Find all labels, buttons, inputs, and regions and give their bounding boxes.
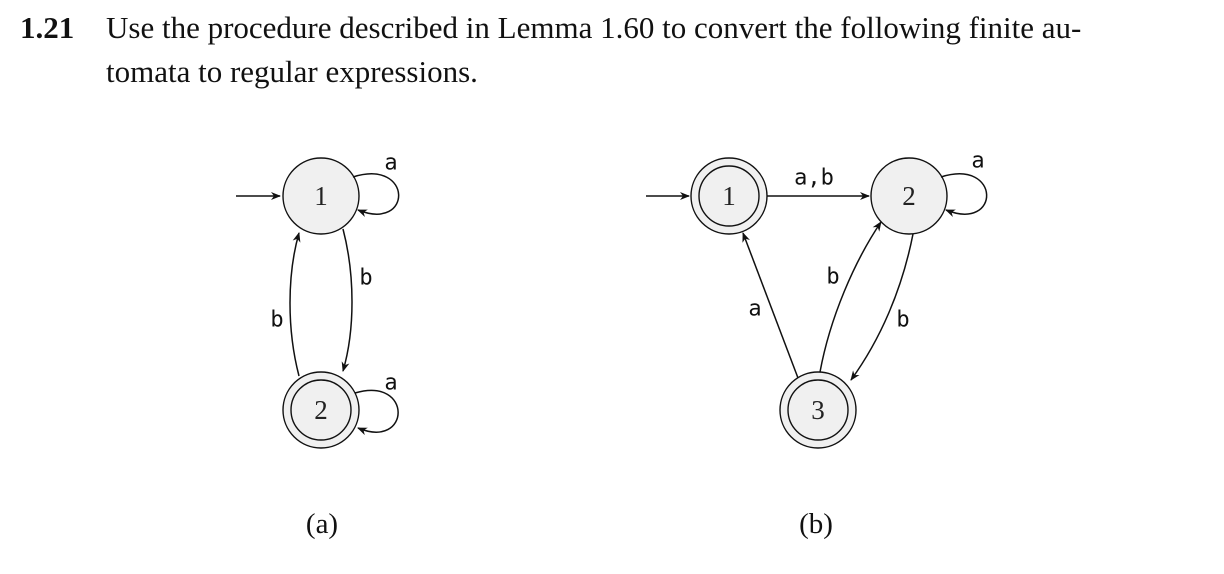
a-state-2-label: 2 <box>314 395 328 425</box>
problem-text-line-2: tomata to regular expressions. <box>106 54 478 89</box>
b-edge-3-1-label: a <box>748 297 761 322</box>
a-edge-2-1-label: b <box>270 308 283 333</box>
a-state-2-circle <box>282 371 360 449</box>
b-state-3: 3 <box>779 371 857 449</box>
a-caption: (a) <box>306 508 338 540</box>
b-state-3-circle <box>779 371 857 449</box>
a-state-1: 1 <box>282 157 360 235</box>
problem-number: 1.21 <box>20 10 75 45</box>
a-edge-1-2 <box>341 228 353 372</box>
b-edge-2-3-label: b <box>896 308 909 333</box>
b-state-3-accept-ring <box>787 379 849 441</box>
b-state-1-accept-ring <box>698 165 760 227</box>
a-state-2-accept-ring <box>290 379 352 441</box>
a-state-2: 2 <box>282 371 360 449</box>
a-loop-2-arrow <box>354 389 399 436</box>
problem-line-1: 1.21 Use the procedure described in Lemma… <box>20 6 1200 50</box>
b-loop-2-label: a <box>971 149 984 174</box>
b-edge-3-1 <box>742 232 799 379</box>
b-edge-2-3 <box>850 233 914 381</box>
b-edge-1-2-label: a,b <box>794 166 834 191</box>
a-state-1-circle <box>282 157 360 235</box>
b-state-2: 2 <box>870 157 948 235</box>
automaton-a: 1 2 a b b a (a) <box>236 151 400 540</box>
b-state-1-label: 1 <box>722 181 736 211</box>
a-edge-2-1 <box>289 232 301 377</box>
b-state-2-circle <box>870 157 948 235</box>
a-edge-1-2-label: b <box>359 266 372 291</box>
a-state-1-label: 1 <box>314 181 328 211</box>
b-edge-3-2-label: b <box>826 265 839 290</box>
b-edge-3-2 <box>819 221 882 373</box>
b-state-2-label: 2 <box>902 181 916 211</box>
a-loop-1-arrow <box>352 173 400 218</box>
problem-text-line-1: Use the procedure described in Lemma 1.6… <box>106 10 1082 45</box>
b-loop-2-arrow <box>940 173 988 218</box>
a-loop-2-label: a <box>384 371 397 396</box>
b-state-1: 1 <box>690 157 768 235</box>
problem-statement: 1.21 Use the procedure described in Lemma… <box>20 6 1200 94</box>
b-caption: (b) <box>799 508 833 540</box>
automaton-b: 1 2 3 a,b a b b a (b) <box>646 149 988 540</box>
a-loop-1-label: a <box>384 151 397 176</box>
b-state-3-label: 3 <box>811 395 825 425</box>
